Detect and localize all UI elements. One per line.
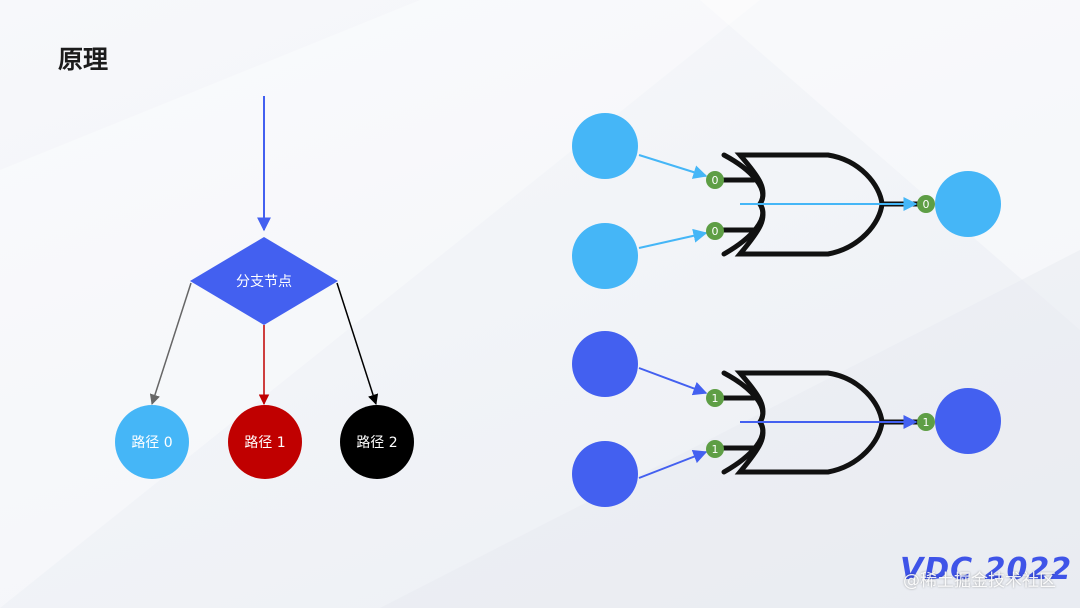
gate-bottom-pin-a-value: 1 [712, 392, 719, 405]
vdc-logo: VDC 2022 [900, 552, 1073, 587]
gate-top-input-a [572, 113, 638, 179]
gate-bottom-input-a [572, 331, 638, 397]
decision-diamond [190, 237, 338, 325]
gate-top-input-a-wire [638, 154, 708, 179]
page-title: 原理 [58, 45, 109, 74]
gate-top-pin-b [706, 222, 724, 240]
gate-bottom-input-b-wire [638, 450, 708, 479]
path-node-1 [228, 405, 302, 479]
or-gate-bottom: 1 1 1 [572, 331, 1001, 507]
path-node-0 [115, 405, 189, 479]
path-label-0: 路径 0 [131, 435, 172, 451]
flowchart: 分支节点 路径 0 路径 1 路径 2 [115, 96, 414, 479]
gate-top-pin-a-value: 0 [712, 174, 719, 187]
path-label-2: 路径 2 [356, 435, 397, 451]
watermark: @稀土掘金技术社区 [903, 571, 1056, 591]
gate-top-input-b [572, 223, 638, 289]
gate-bottom-pin-b-value: 1 [712, 443, 719, 456]
gate-top-pin-b-value: 0 [712, 225, 719, 238]
gate-bottom-pin-out [917, 413, 935, 431]
branch-arrow-2 [336, 282, 379, 405]
gate-bottom-pin-a [706, 389, 724, 407]
gate-bottom-pin-out-value: 1 [923, 416, 930, 429]
path-node-2 [340, 405, 414, 479]
or-gate-top: 0 0 0 [572, 113, 1001, 289]
gate-bottom-input-b [572, 441, 638, 507]
gate-bottom-output [935, 388, 1001, 454]
gate-top-pin-a [706, 171, 724, 189]
gate-top-pin-out [917, 195, 935, 213]
gate-top-output [935, 171, 1001, 237]
gate-top-input-b-wire [638, 228, 708, 249]
gate-bottom-pin-b [706, 440, 724, 458]
gate-top-pin-out-value: 0 [923, 198, 930, 211]
branch-arrow-0 [149, 282, 192, 405]
gate-bottom-input-a-wire [638, 367, 708, 396]
decision-label: 分支节点 [236, 274, 292, 290]
path-label-1: 路径 1 [244, 435, 285, 451]
